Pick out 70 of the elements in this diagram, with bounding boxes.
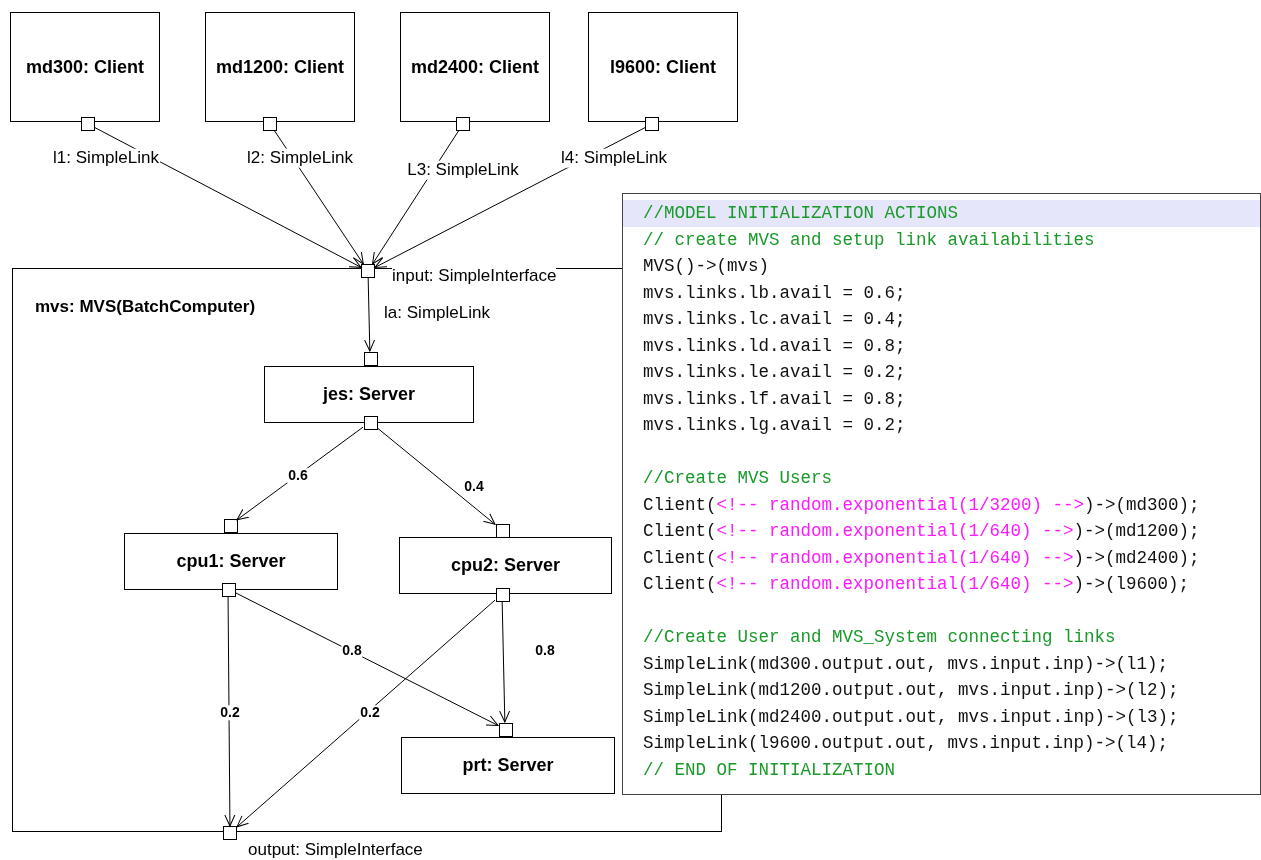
port-square xyxy=(456,117,470,131)
port-square xyxy=(496,588,510,602)
server-box: jes: Server xyxy=(264,366,474,423)
code-comment: // create MVS and setup link availabilities xyxy=(643,229,1095,250)
code-line: )->(l9600); xyxy=(1073,574,1190,594)
code-line: Client( xyxy=(643,547,717,568)
code-line: )->(md1200); xyxy=(1073,521,1200,541)
port-square xyxy=(81,117,95,131)
code-line: mvs.links.lc.avail = 0.4; xyxy=(643,309,906,329)
edge-label: l2: SimpleLink xyxy=(246,148,354,168)
code-line: SimpleLink(md2400.output.out, mvs.input.inp)->(l3); xyxy=(643,706,1179,727)
arrow xyxy=(499,600,511,723)
code-line: SimpleLink(l9600.output.out, mvs.input.inp)->(l4); xyxy=(643,733,1169,753)
arrow xyxy=(236,426,364,521)
code-comment: //Create User and MVS_System connecting links xyxy=(643,627,1116,647)
code-line: <!-- random.exponential(1/3200) --> xyxy=(716,494,1085,515)
code-line: <!-- random.exponential(1/640) --> xyxy=(716,547,1074,568)
edge-label: l4: SimpleLink xyxy=(560,148,668,168)
port-square xyxy=(222,583,236,597)
edge-label: 0.8 xyxy=(341,643,363,659)
code-line: Client( xyxy=(643,574,717,594)
port-square xyxy=(223,826,237,840)
code-line: <!-- random.exponential(1/640) --> xyxy=(716,574,1074,594)
client-box: md300: Client xyxy=(10,12,160,122)
code-line: mvs.links.lg.avail = 0.2; xyxy=(643,415,906,435)
port-square xyxy=(496,524,510,538)
server-box: cpu1: Server xyxy=(124,533,338,590)
code-line: Client( xyxy=(643,521,717,541)
server-box: cpu2: Server xyxy=(399,537,612,594)
edge-label: 0.2 xyxy=(359,705,381,721)
port-square xyxy=(224,519,238,533)
code-editor-dialog xyxy=(622,193,1261,795)
code-line: <!-- random.exponential(1/640) --> xyxy=(716,521,1074,541)
port-square xyxy=(361,264,375,278)
arrow xyxy=(94,127,362,268)
arrow xyxy=(236,599,496,828)
arrow xyxy=(234,592,499,726)
port-square xyxy=(364,416,378,430)
edge-label: 0.2 xyxy=(219,705,241,721)
component-title: mvs: MVS(BatchComputer) xyxy=(35,297,256,317)
port-square xyxy=(645,117,659,131)
code-line: mvs.links.le.avail = 0.2; xyxy=(643,362,906,382)
code-comment: //MODEL INITIALIZATION ACTIONS xyxy=(643,203,959,223)
code-line: SimpleLink(md300.output.out, mvs.input.inp)->(l1); xyxy=(643,653,1169,674)
arrow xyxy=(224,595,236,827)
server-box: prt: Server xyxy=(401,737,615,794)
edge-label: 0.6 xyxy=(287,468,309,484)
edge-label: l1: SimpleLink xyxy=(52,148,160,168)
port-square xyxy=(364,352,378,366)
code-line: )->(md300); xyxy=(1084,494,1200,515)
code-line: mvs.links.lb.avail = 0.6; xyxy=(643,282,906,303)
code-comment: //Create MVS Users xyxy=(643,468,833,488)
code-line: )->(md2400); xyxy=(1073,547,1200,568)
port-label: input: SimpleInterface xyxy=(392,266,557,286)
client-box: l9600: Client xyxy=(588,12,738,122)
code-comment: // END OF INITIALIZATION xyxy=(643,759,896,780)
port-square xyxy=(263,117,277,131)
code-line: mvs.links.ld.avail = 0.8; xyxy=(643,335,906,356)
port-square xyxy=(499,723,513,737)
code-line: SimpleLink(md1200.output.out, mvs.input.inp)->(l2); xyxy=(643,680,1179,700)
code-line: mvs.links.lf.avail = 0.8; xyxy=(643,388,906,409)
edge-label: L3: SimpleLink xyxy=(406,160,520,180)
code-line: Client( xyxy=(643,494,717,515)
client-box: md1200: Client xyxy=(205,12,355,122)
edge-label: la: SimpleLink xyxy=(383,303,491,323)
arrow xyxy=(376,427,496,525)
port-label: output: SimpleInterface xyxy=(248,840,423,860)
arrow xyxy=(364,277,376,352)
client-box: md2400: Client xyxy=(400,12,550,122)
code-line: MVS()->(mvs) xyxy=(643,256,770,276)
